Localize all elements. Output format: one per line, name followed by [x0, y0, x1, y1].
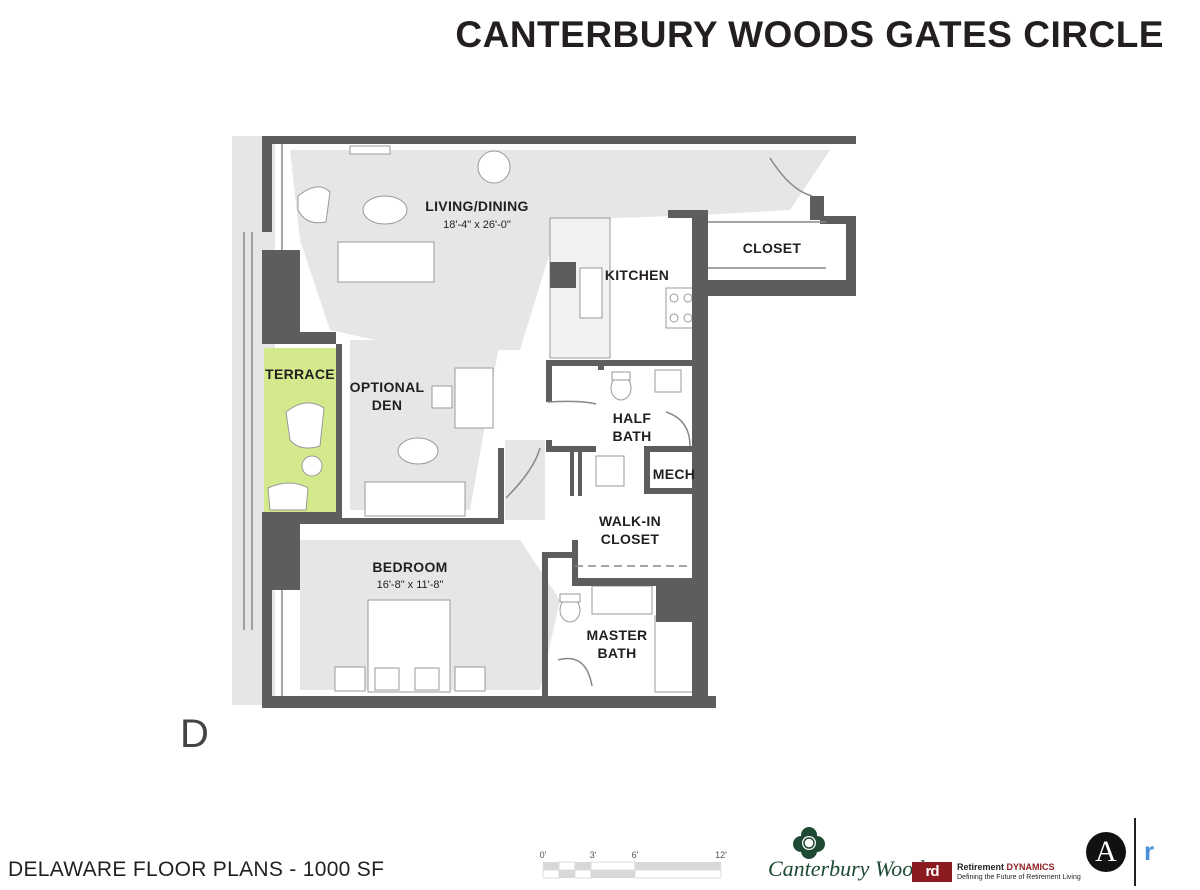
canterbury-emblem-icon	[793, 827, 825, 859]
architect-a-logo: A	[1086, 832, 1126, 872]
plan-name: DELAWARE FLOOR PLANS - 1000 SF	[8, 858, 385, 881]
scale-tick-0: 0'	[540, 850, 547, 860]
room-label-walkin-line2: CLOSET	[601, 531, 660, 547]
scale-tick-12: 12'	[715, 850, 727, 860]
room-label-masterbath-line1: MASTER	[587, 627, 648, 643]
architect-r-logo: r	[1144, 836, 1155, 866]
room-label-kitchen: KITCHEN	[605, 267, 669, 283]
kitchen-sink	[550, 262, 576, 288]
scale-bar: 0' 3' 6' 12'	[540, 850, 727, 879]
room-label-mech: MECH	[653, 466, 695, 482]
room-label-den-line1: OPTIONAL	[350, 379, 425, 395]
room-dims-living: 18'-4" x 26'-0"	[443, 219, 511, 231]
furniture	[267, 145, 697, 693]
rd-name-dynamics: DYNAMICS	[1006, 862, 1055, 872]
room-label-halfbath-line1: HALF	[613, 410, 652, 426]
room-label-living: LIVING/DINING	[425, 198, 528, 214]
rd-name-retirement: Retirement	[957, 862, 1005, 872]
canterbury-woods-wordmark: Canterbury Woods	[768, 856, 933, 881]
rd-name: Retirement DYNAMICS	[957, 862, 1055, 872]
room-label-closet: CLOSET	[743, 240, 802, 256]
scale-tick-6: 6'	[632, 850, 639, 860]
scale-tick-3: 3'	[590, 850, 597, 860]
room-label-den-line2: DEN	[372, 397, 402, 413]
rd-mark-icon: rd	[912, 862, 952, 882]
canterbury-woods-logo: Canterbury Woods	[768, 826, 933, 886]
room-label-masterbath-line2: BATH	[597, 645, 636, 661]
window-lines	[243, 144, 826, 696]
unit-letter: D	[180, 712, 209, 756]
room-label-terrace: TERRACE	[265, 366, 335, 382]
retirement-dynamics-logo: rd Retirement DYNAMICS Defining the Futu…	[912, 860, 1082, 888]
room-dims-bedroom: 16'-8" x 11'-8"	[377, 579, 444, 591]
page-title: CANTERBURY WOODS GATES CIRCLE	[455, 14, 1164, 55]
walls	[262, 136, 856, 708]
room-label-bedroom: BEDROOM	[372, 559, 447, 575]
room-label-walkin-line1: WALK-IN	[599, 513, 661, 529]
logo-divider	[1134, 818, 1136, 886]
room-label-halfbath-line2: BATH	[612, 428, 651, 444]
rd-tagline: Defining the Future of Retirement Living	[957, 874, 1081, 881]
